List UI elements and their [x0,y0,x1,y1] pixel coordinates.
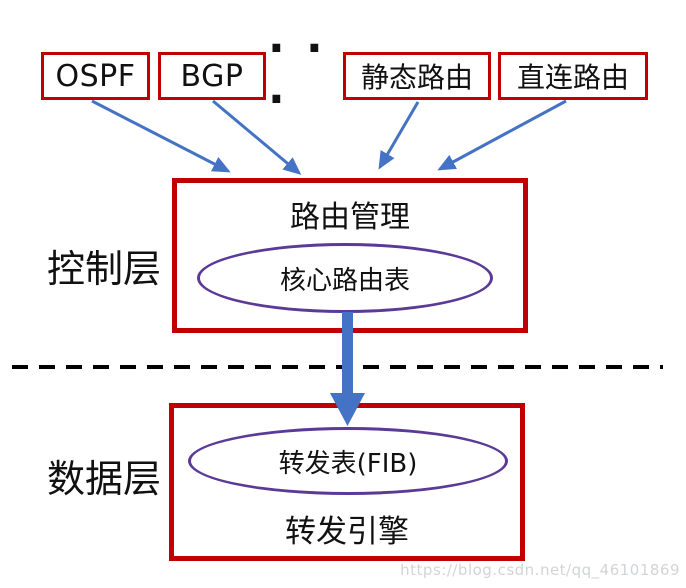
arrow-ospf-to-control [91,99,231,173]
data-layer-label: 数据层 [46,457,161,501]
protocol-label-static-route: 静态路由 [360,61,473,94]
watermark-text: https://blog.csdn.net/qq_46101869 [400,561,680,579]
forwarding-engine-title: 转发引擎 [285,514,409,550]
control-layer-label: 控制层 [46,247,161,291]
protocol-label-ospf: OSPF [55,58,136,94]
protocol-box-direct-route: 直连路由 [498,52,648,100]
core-routing-table-ellipse: 核心路由表 [197,243,493,313]
protocol-box-static-route: 静态路由 [343,52,491,100]
core-routing-table-label: 核心路由表 [279,265,410,296]
protocol-label-bgp: BGP [180,58,244,94]
routing-management-title: 路由管理 [290,200,410,235]
arrow-static-to-control [378,101,420,170]
forwarding-table-fib-ellipse: 转发表(FIB) [188,427,508,495]
protocol-box-ospf: OSPF [41,52,150,100]
arrow-direct-to-control [437,99,567,171]
protocol-label-direct-route: 直连路由 [516,61,629,94]
protocol-box-bgp: BGP [158,52,266,100]
ellipsis-dots: · · · [268,23,326,125]
forwarding-table-fib-label: 转发表(FIB) [278,448,418,479]
